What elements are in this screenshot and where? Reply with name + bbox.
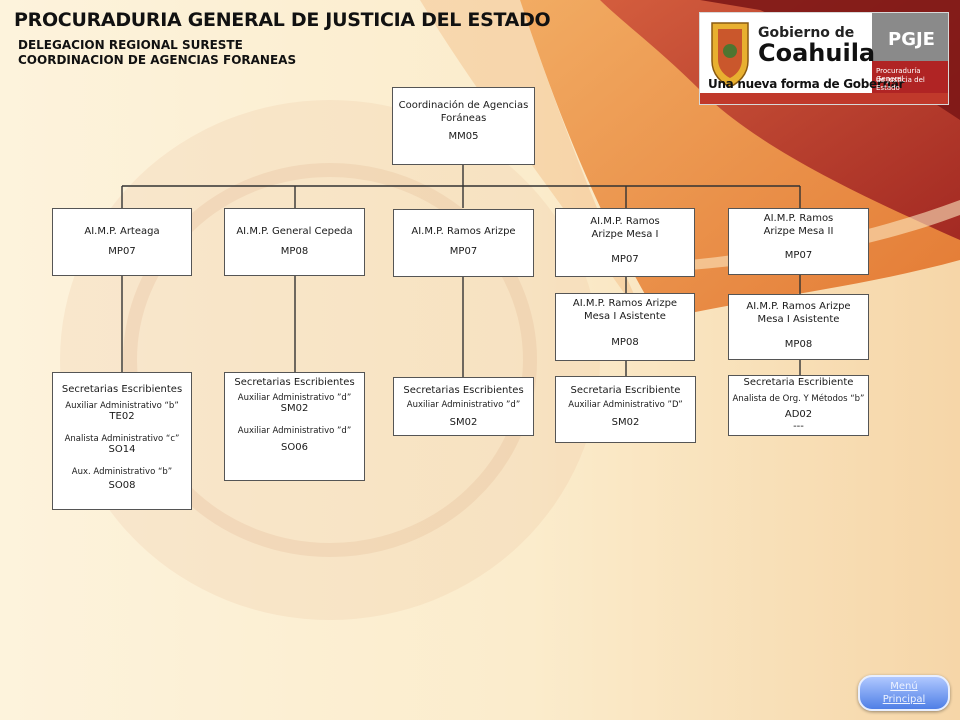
node-title: AI.M.P. Ramos Arizpe Mesa II [763,213,834,237]
node-code: MP07 [784,250,813,261]
node-title: Secretaria Escribiente [743,377,854,388]
org-node-agency-ramos-arizpe: AI.M.P. Ramos Arizpe MP07 [393,209,534,277]
node-code: MP08 [611,337,639,348]
secretary-code: SM02 [280,403,309,415]
node-title: AI.M.P. Ramos Arizpe Mesa I [590,216,660,240]
government-logo: Gobierno de Coahuila Una nueva forma de … [699,12,949,105]
page-subtitle-delegation: DELEGACION REGIONAL SURESTE [18,38,243,52]
coahuila-pgje-logo-art [700,13,948,104]
org-node-agency-ramos-arizpe-mesa-2: AI.M.P. Ramos Arizpe Mesa II MP07 [728,208,869,275]
node-code: MP07 [108,245,136,257]
secretary-code: SO06 [281,442,308,454]
node-title: Secretarias Escribientes [403,385,524,396]
secretary-code: SO14 [108,444,136,456]
logo-gov-line2: Coahuila [758,39,876,67]
main-menu-button[interactable]: Menú Principal [858,675,950,711]
node-code: MP07 [449,245,478,257]
page-subtitle-coordination: COORDINACION DE AGENCIAS FORANEAS [18,53,297,67]
org-node-secretaries-ramos-arizpe: Secretarias Escribientes Auxiliar Admini… [393,377,534,436]
node-title: AI.M.P. Ramos Arizpe [411,226,516,237]
secretary-code: SM02 [449,417,478,429]
secretary-role: Analista Administrativo “c” [64,433,180,444]
node-code: MP08 [280,245,309,257]
node-title: AI.M.P. Ramos Arizpe Mesa I Asistente [746,301,851,325]
secretary-code: SM02 [611,417,640,429]
node-title: Secretarias Escribientes [234,377,355,388]
menu-label-line2: Principal [882,694,926,705]
org-node-assistant-mesa-2: AI.M.P. Ramos Arizpe Mesa I Asistente MP… [728,294,869,360]
secretary-role: Auxiliar Administrativo ”d” [406,399,521,410]
secretary-role: Auxiliar Administrativo ”d” [237,392,352,403]
org-node-secretaries-general-cepeda: Secretarias Escribientes Auxiliar Admini… [224,372,365,481]
org-node-coordination: Coordinación de Agencias Foráneas MM05 [392,87,535,165]
org-node-secretary-mesa-2: Secretaria Escribiente Analista de Org. … [728,375,869,436]
org-node-secretaries-arteaga: Secretarias Escribientes Auxiliar Admini… [52,372,192,510]
logo-pgje-line2: de Justicia del Estado [876,76,925,92]
secretary-code: TE02 [109,411,135,423]
logo-gov-line1: Gobierno de [758,25,855,41]
org-node-agency-ramos-arizpe-mesa-1: AI.M.P. Ramos Arizpe Mesa I MP07 [555,208,695,277]
secretary-role: Aux. Administrativo “b” [71,466,173,477]
node-title: AI.M.P. General Cepeda [236,226,353,237]
menu-label-line1: Menú [890,681,918,692]
node-title: AI.M.P. Ramos Arizpe Mesa I Asistente [572,298,678,322]
node-code: MM05 [448,131,479,142]
node-title: Secretarias Escribientes [61,384,183,395]
logo-slogan: Una nueva forma de Gobernar [708,77,905,91]
node-title: Secretaria Escribiente [570,385,681,396]
secretary-role: Auxiliar Administrativo ”D” [568,399,683,410]
secretary-code: AD02 [784,409,813,421]
node-code: MP08 [784,339,813,350]
node-code: MP07 [611,254,639,265]
org-node-secretary-mesa-1: Secretaria Escribiente Auxiliar Administ… [555,376,696,443]
node-title: Coordinación de Agencias Foráneas [398,100,529,124]
secretary-role: Auxiliar Administrativo ”d” [237,425,352,436]
org-node-assistant-mesa-1: AI.M.P. Ramos Arizpe Mesa I Asistente MP… [555,293,695,361]
logo-pgje-line1: Procuraduría General [876,67,921,83]
secretary-role: Auxiliar Administrativo “b” [65,400,179,411]
org-node-agency-general-cepeda: AI.M.P. General Cepeda MP08 [224,208,365,276]
logo-pgje: PGJE [888,29,935,50]
node-title: AI.M.P. Arteaga [84,226,160,237]
page-title: PROCURADURIA GENERAL DE JUSTICIA DEL EST… [14,9,551,31]
secretary-role: Analista de Org. Y Métodos “b” [732,393,865,404]
secretary-extra: --- [793,420,804,432]
secretary-code: SO08 [108,480,136,492]
org-node-agency-arteaga: AI.M.P. Arteaga MP07 [52,208,192,276]
